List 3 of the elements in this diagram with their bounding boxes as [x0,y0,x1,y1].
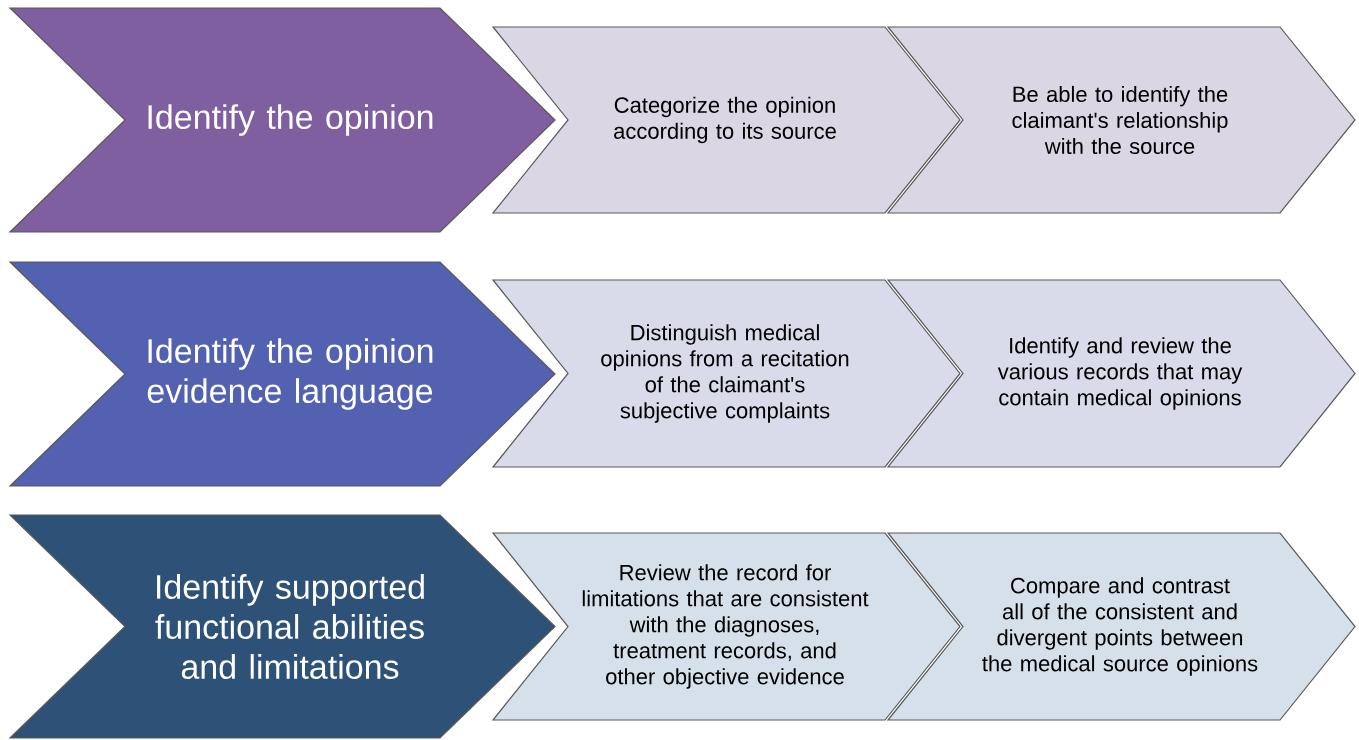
node-label: Compare and contrast all of the consistent and divergent points between the medical source opinions [982,577,1258,676]
node-label: Identify and review the various records that may contain medical opinions [997,337,1243,410]
node-label: Be able to identify the claimant's relationship with the source [1012,85,1228,155]
